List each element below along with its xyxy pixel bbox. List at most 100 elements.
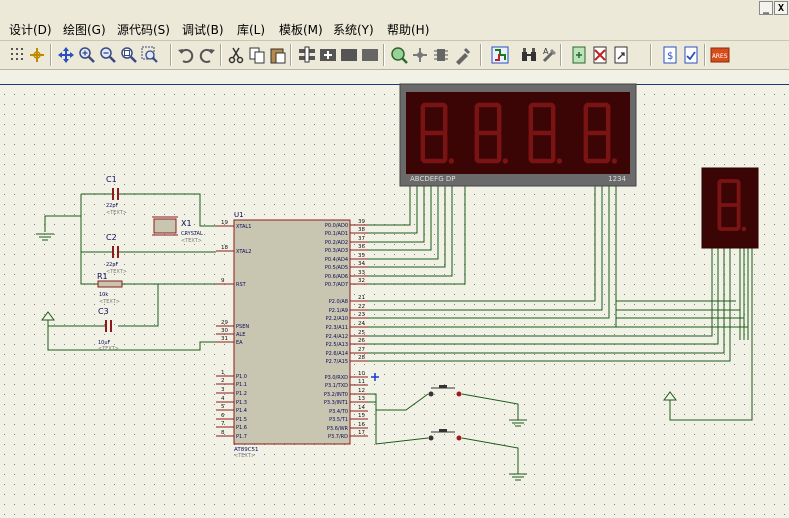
r1-resistor xyxy=(97,280,123,288)
property-tool-icon[interactable]: A xyxy=(540,45,560,65)
remove-sheet-icon[interactable] xyxy=(590,45,610,65)
new-sheet-icon[interactable] xyxy=(569,45,589,65)
origin-icon[interactable] xyxy=(27,45,47,65)
u1-pin-name: P3.5/T1 xyxy=(329,417,348,423)
u1-pin-name: P1.2 xyxy=(236,391,247,397)
u1-text: <TEXT> xyxy=(234,453,255,459)
pan-icon[interactable] xyxy=(56,45,76,65)
netlist-ares-icon[interactable]: ARES xyxy=(710,45,730,65)
u1-pin-name: P2.7/A15 xyxy=(326,359,348,365)
zoom-all-icon[interactable] xyxy=(119,45,139,65)
wire-autorouter-icon[interactable] xyxy=(490,45,510,65)
u1-pin-name: PSEN xyxy=(236,324,249,330)
menu-graph[interactable]: 绘图(G) xyxy=(63,23,106,37)
menu-source[interactable]: 源代码(S) xyxy=(117,23,170,37)
u1-pin-number: 2 xyxy=(221,378,225,384)
button-contact xyxy=(456,435,462,441)
u1-pin-name: ALE xyxy=(236,332,245,338)
wire xyxy=(368,186,610,319)
wire xyxy=(118,193,216,227)
block-delete-icon[interactable] xyxy=(360,45,380,65)
zoom-area-icon[interactable] xyxy=(140,45,160,65)
u1-pin-name: P2.2/A10 xyxy=(326,316,348,322)
menu-debug[interactable]: 调试(B) xyxy=(182,23,224,37)
c3-ref: C3 xyxy=(98,307,109,316)
u1-body xyxy=(233,219,351,445)
decompose-icon[interactable] xyxy=(452,45,472,65)
zoom-in-icon[interactable] xyxy=(77,45,97,65)
package-tool-icon[interactable] xyxy=(431,45,451,65)
paste-icon[interactable] xyxy=(268,45,288,65)
pick-device-icon[interactable] xyxy=(389,45,409,65)
redo-icon[interactable] xyxy=(197,45,217,65)
goto-sheet-icon[interactable] xyxy=(611,45,631,65)
toolbar-separator xyxy=(480,44,482,66)
search-tag-icon[interactable] xyxy=(519,45,539,65)
wire xyxy=(80,216,98,285)
r1-ref: R1 xyxy=(97,272,108,281)
bom-icon[interactable]: $ xyxy=(660,45,680,65)
zoom-out-icon[interactable] xyxy=(98,45,118,65)
title-bar: _ X xyxy=(0,0,789,18)
wires xyxy=(36,186,753,481)
u1-pin-name: RST xyxy=(236,282,247,288)
toolbar-separator xyxy=(560,44,562,66)
block-copy-icon[interactable] xyxy=(297,45,317,65)
erc-icon[interactable] xyxy=(681,45,701,65)
block-rotate-icon[interactable] xyxy=(339,45,359,65)
wire xyxy=(368,186,411,226)
u1-pin-name: P3.7/RD xyxy=(328,434,348,440)
wire xyxy=(368,248,725,354)
u1-pin-number: 37 xyxy=(358,236,365,242)
u1-pin-name: P1.4 xyxy=(236,408,247,414)
u1-pin-number: 4 xyxy=(221,396,225,402)
wire xyxy=(368,248,713,337)
menu-bar: 设计(D) 绘图(G) 源代码(S) 调试(B) 库(L) 模板(M) 系统(Y… xyxy=(0,18,789,41)
display-digit-2 xyxy=(474,102,509,164)
copy-icon[interactable] xyxy=(247,45,267,65)
u1-pin-number: 38 xyxy=(358,227,365,233)
cut-icon[interactable] xyxy=(226,45,246,65)
wire xyxy=(461,393,519,420)
make-device-icon[interactable] xyxy=(410,45,430,65)
menu-template[interactable]: 模板(M) xyxy=(279,23,323,37)
u1-pin-number: 10 xyxy=(358,371,365,377)
wire xyxy=(368,186,453,277)
toolbar-separator xyxy=(170,44,172,66)
x1-crystal xyxy=(153,218,177,234)
u1-pin-number: 23 xyxy=(358,312,365,318)
wire xyxy=(47,326,216,351)
u1-pin-name: XTAL2 xyxy=(236,249,251,255)
undo-icon[interactable] xyxy=(176,45,196,65)
menu-system[interactable]: 系统(Y) xyxy=(333,23,374,37)
button-contact xyxy=(456,391,462,397)
menu-design[interactable]: 设计(D) xyxy=(9,23,52,37)
minimize-button[interactable]: _ xyxy=(759,1,773,15)
u1-pin-number: 35 xyxy=(358,253,365,259)
u1-pin-name: P1.0 xyxy=(236,374,247,380)
grid-icon[interactable] xyxy=(8,45,28,65)
c2 xyxy=(112,246,119,258)
x1-ref: X1 xyxy=(181,219,192,228)
u1-pin-name: P3.1/TXD xyxy=(325,383,348,389)
menu-help[interactable]: 帮助(H) xyxy=(387,23,430,37)
wire xyxy=(368,186,466,285)
u1-pin-name: P0.4/AD4 xyxy=(325,257,348,263)
close-button[interactable]: X xyxy=(774,1,788,15)
c1-ref: C1 xyxy=(106,175,117,184)
button-contact xyxy=(428,435,434,441)
menu-library[interactable]: 库(L) xyxy=(237,23,266,37)
display-digit-3 xyxy=(528,102,563,164)
wire xyxy=(368,401,429,445)
u1-pin-number: 17 xyxy=(358,430,365,436)
display-1digit-segments xyxy=(717,179,747,232)
schematic-svg[interactable]: U1AT89C51<TEXT>19XTAL118XTAL29RST29PSEN3… xyxy=(0,70,789,518)
u1-pin-name: P0.7/AD7 xyxy=(325,282,348,288)
decimal-point xyxy=(448,158,455,164)
block-move-icon[interactable] xyxy=(318,45,338,65)
svg-text:$: $ xyxy=(667,51,673,62)
decimal-point xyxy=(556,158,563,164)
u1-pin-number: 9 xyxy=(221,278,225,284)
u1-pin-number: 29 xyxy=(221,320,228,326)
